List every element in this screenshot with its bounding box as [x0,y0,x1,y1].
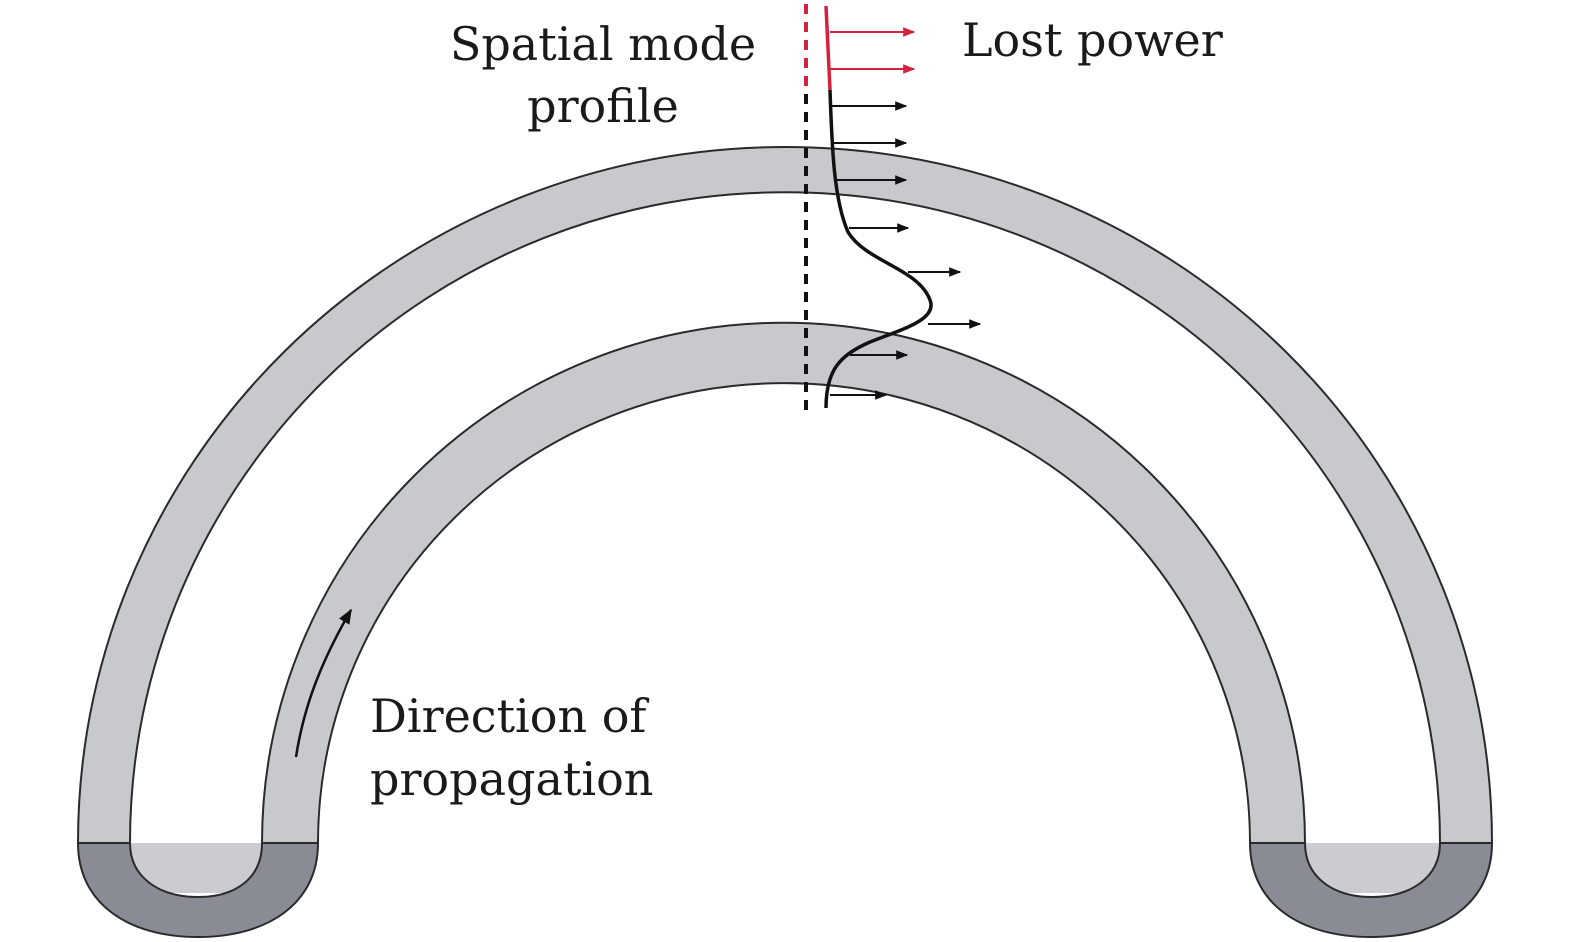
left-cap-dark-bend [76,842,320,939]
lost-power-label: Lost power [962,13,1223,67]
direction-label-line2: propagation [370,752,653,806]
outer-waveguide [76,146,1494,844]
right-cap-dark-bend [1248,842,1494,939]
lost-power-arrows [830,27,916,74]
mode-profile-tail-red [824,5,832,91]
spatial-mode-label-line2: profile [527,79,679,133]
propagation-direction-arrow [294,608,353,758]
direction-label-line1: Direction of [370,689,649,743]
outer-waveguide-body [76,146,1494,844]
right-end-cap [1248,842,1494,939]
mode-profile-curve [824,89,933,409]
inner-waveguide [260,321,1307,844]
spatial-mode-label-line1: Spatial mode [450,17,756,71]
inner-waveguide-body [260,321,1307,844]
guided-power-arrows [830,101,982,400]
mode-profile [824,5,933,409]
left-end-cap [76,842,320,939]
